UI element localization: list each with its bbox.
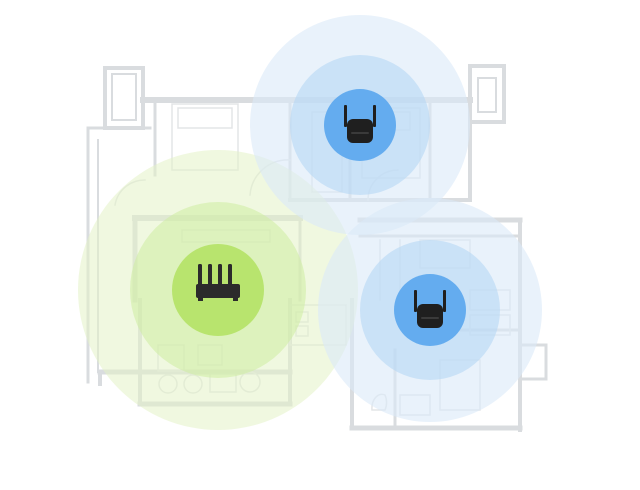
wifi-extender-icon	[414, 290, 446, 328]
router-icon	[196, 264, 240, 301]
coverage-zones	[78, 15, 542, 430]
wifi-extender-icon	[344, 105, 376, 143]
